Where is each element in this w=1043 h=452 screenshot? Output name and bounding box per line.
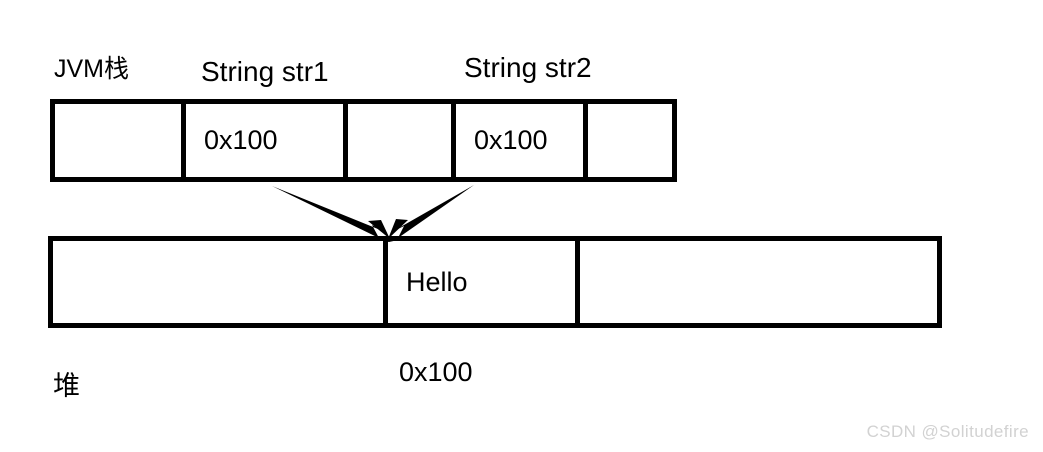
stack-cell-str2: 0x100 xyxy=(456,104,588,177)
jvm-stack-row: 0x100 0x100 xyxy=(50,99,677,182)
heap-cell-hello: Hello xyxy=(388,241,580,323)
heap-address-label: 0x100 xyxy=(399,357,473,387)
string-str2-label: String str2 xyxy=(464,52,592,83)
csdn-watermark: CSDN @Solitudefire xyxy=(866,422,1029,441)
stack-cell-str1: 0x100 xyxy=(186,104,348,177)
arrow-str1-to-hello xyxy=(272,186,390,239)
heap-cell-0 xyxy=(53,241,388,323)
stack-cell-0 xyxy=(55,104,186,177)
stack-cell-4 xyxy=(588,104,672,177)
string-str1-label: String str1 xyxy=(201,56,329,87)
arrow-str2-to-hello xyxy=(388,185,474,239)
heap-cell-2 xyxy=(580,241,937,323)
heap-label: 堆 xyxy=(53,371,80,401)
stack-cell-2 xyxy=(348,104,456,177)
heap-row: Hello xyxy=(48,236,942,328)
jvm-stack-label: JVM栈 xyxy=(54,55,130,83)
